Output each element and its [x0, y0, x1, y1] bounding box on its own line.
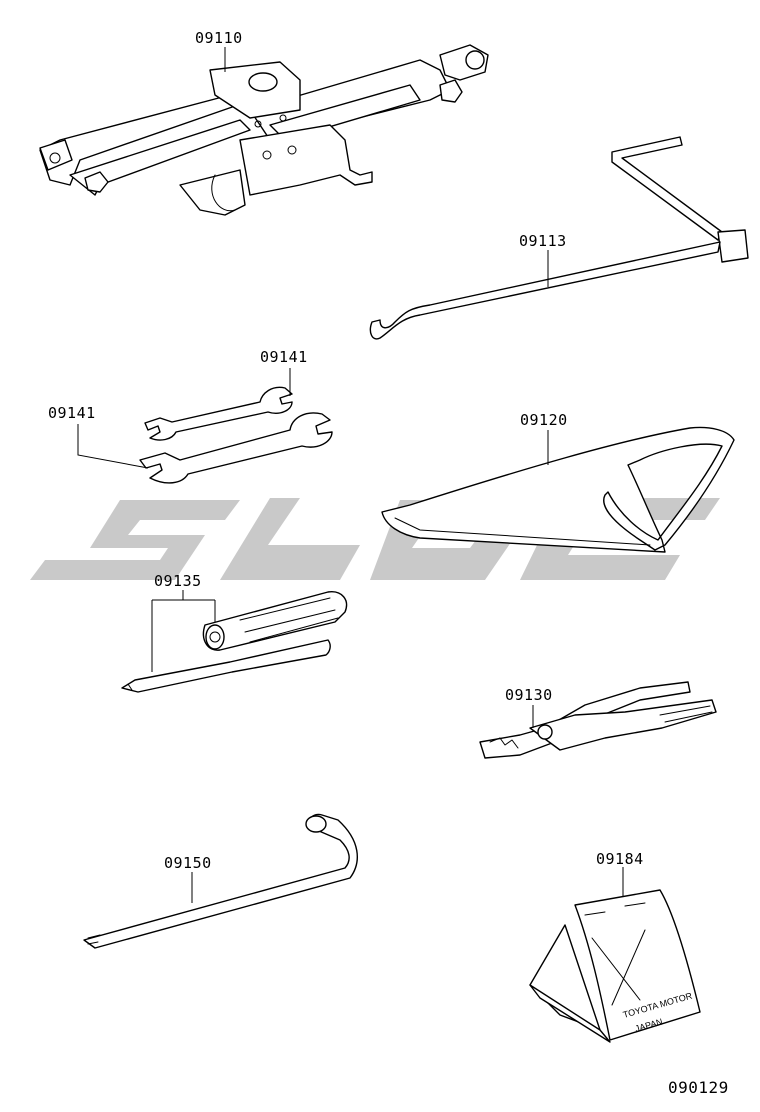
scissor-jack-icon: [39, 44, 489, 216]
part-label-lug-wrench: 09150: [164, 854, 212, 872]
part-label-pliers: 09130: [505, 686, 553, 704]
part-label-screwdriver: 09135: [154, 572, 202, 590]
jack-handle-icon: [369, 136, 749, 340]
pliers-icon: [479, 681, 717, 759]
figure-id: 090129: [668, 1078, 729, 1097]
part-label-wrench-large: 09141: [48, 404, 96, 422]
open-end-wrench-large-icon: [139, 412, 333, 484]
wheel-chock-icon: TOYOTA MOTOR JAPAN: [529, 889, 701, 1043]
lug-wrench-icon: [83, 813, 358, 949]
part-label-tool-bag: 09120: [520, 411, 568, 429]
part-label-jack-handle: 09113: [519, 232, 567, 250]
screwdriver-blade-icon: [121, 639, 331, 693]
part-label-jack: 09110: [195, 29, 243, 47]
open-end-wrench-small-icon: [144, 386, 293, 441]
part-label-wheel-chock: 09184: [596, 850, 644, 868]
tool-bag-icon: [381, 426, 735, 553]
screwdriver-handle-icon: [202, 591, 348, 651]
part-label-wrench-small: 09141: [260, 348, 308, 366]
